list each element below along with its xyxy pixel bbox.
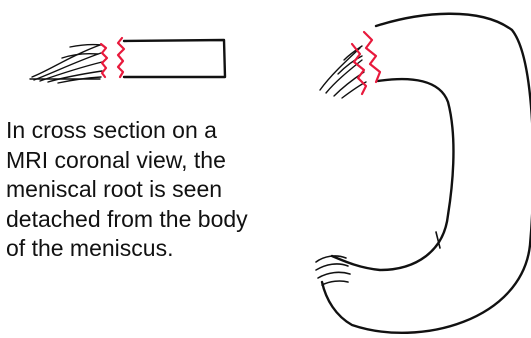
caption-line: In cross section on a	[6, 116, 346, 146]
caption-text: In cross section on a MRI coronal view, …	[6, 116, 346, 264]
coronal-section-sketch	[30, 38, 225, 83]
meniscus-inner-contour	[332, 79, 453, 270]
caption-line: MRI coronal view, the	[6, 146, 346, 176]
caption-line: meniscal root is seen	[6, 175, 346, 205]
caption-line: of the meniscus.	[6, 234, 346, 264]
tear-edge-axial	[352, 32, 380, 94]
tear-edges-section	[101, 38, 124, 77]
meniscus-body-segment	[124, 40, 225, 77]
meniscus-axial-sketch	[316, 14, 531, 333]
caption-line: detached from the body	[6, 205, 346, 235]
root-fibers-section	[30, 45, 102, 83]
